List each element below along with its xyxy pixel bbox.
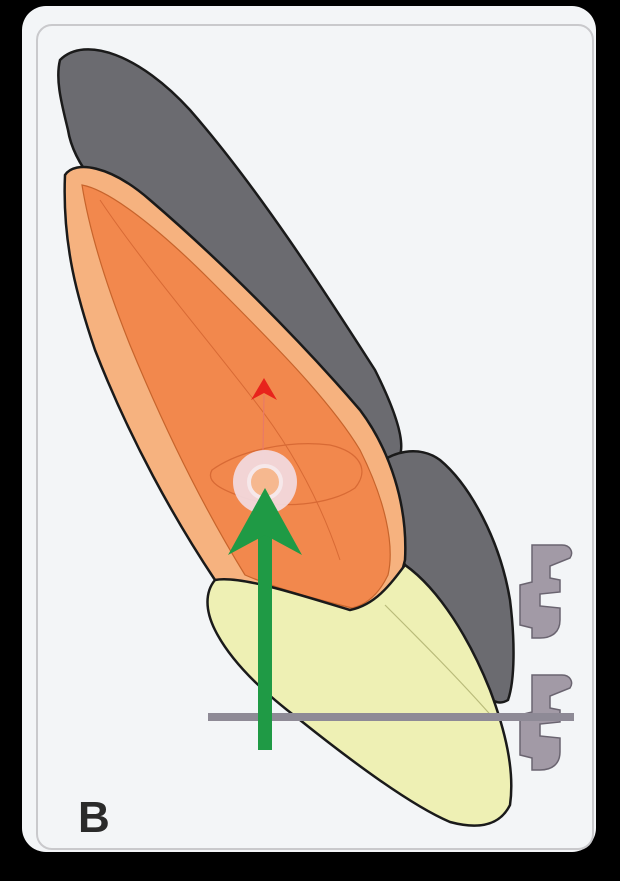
bracket-upper: [520, 545, 572, 638]
bracket-lower: [520, 675, 572, 770]
green-force-arrow-shaft: [258, 520, 272, 750]
panel-label: B: [78, 796, 110, 840]
